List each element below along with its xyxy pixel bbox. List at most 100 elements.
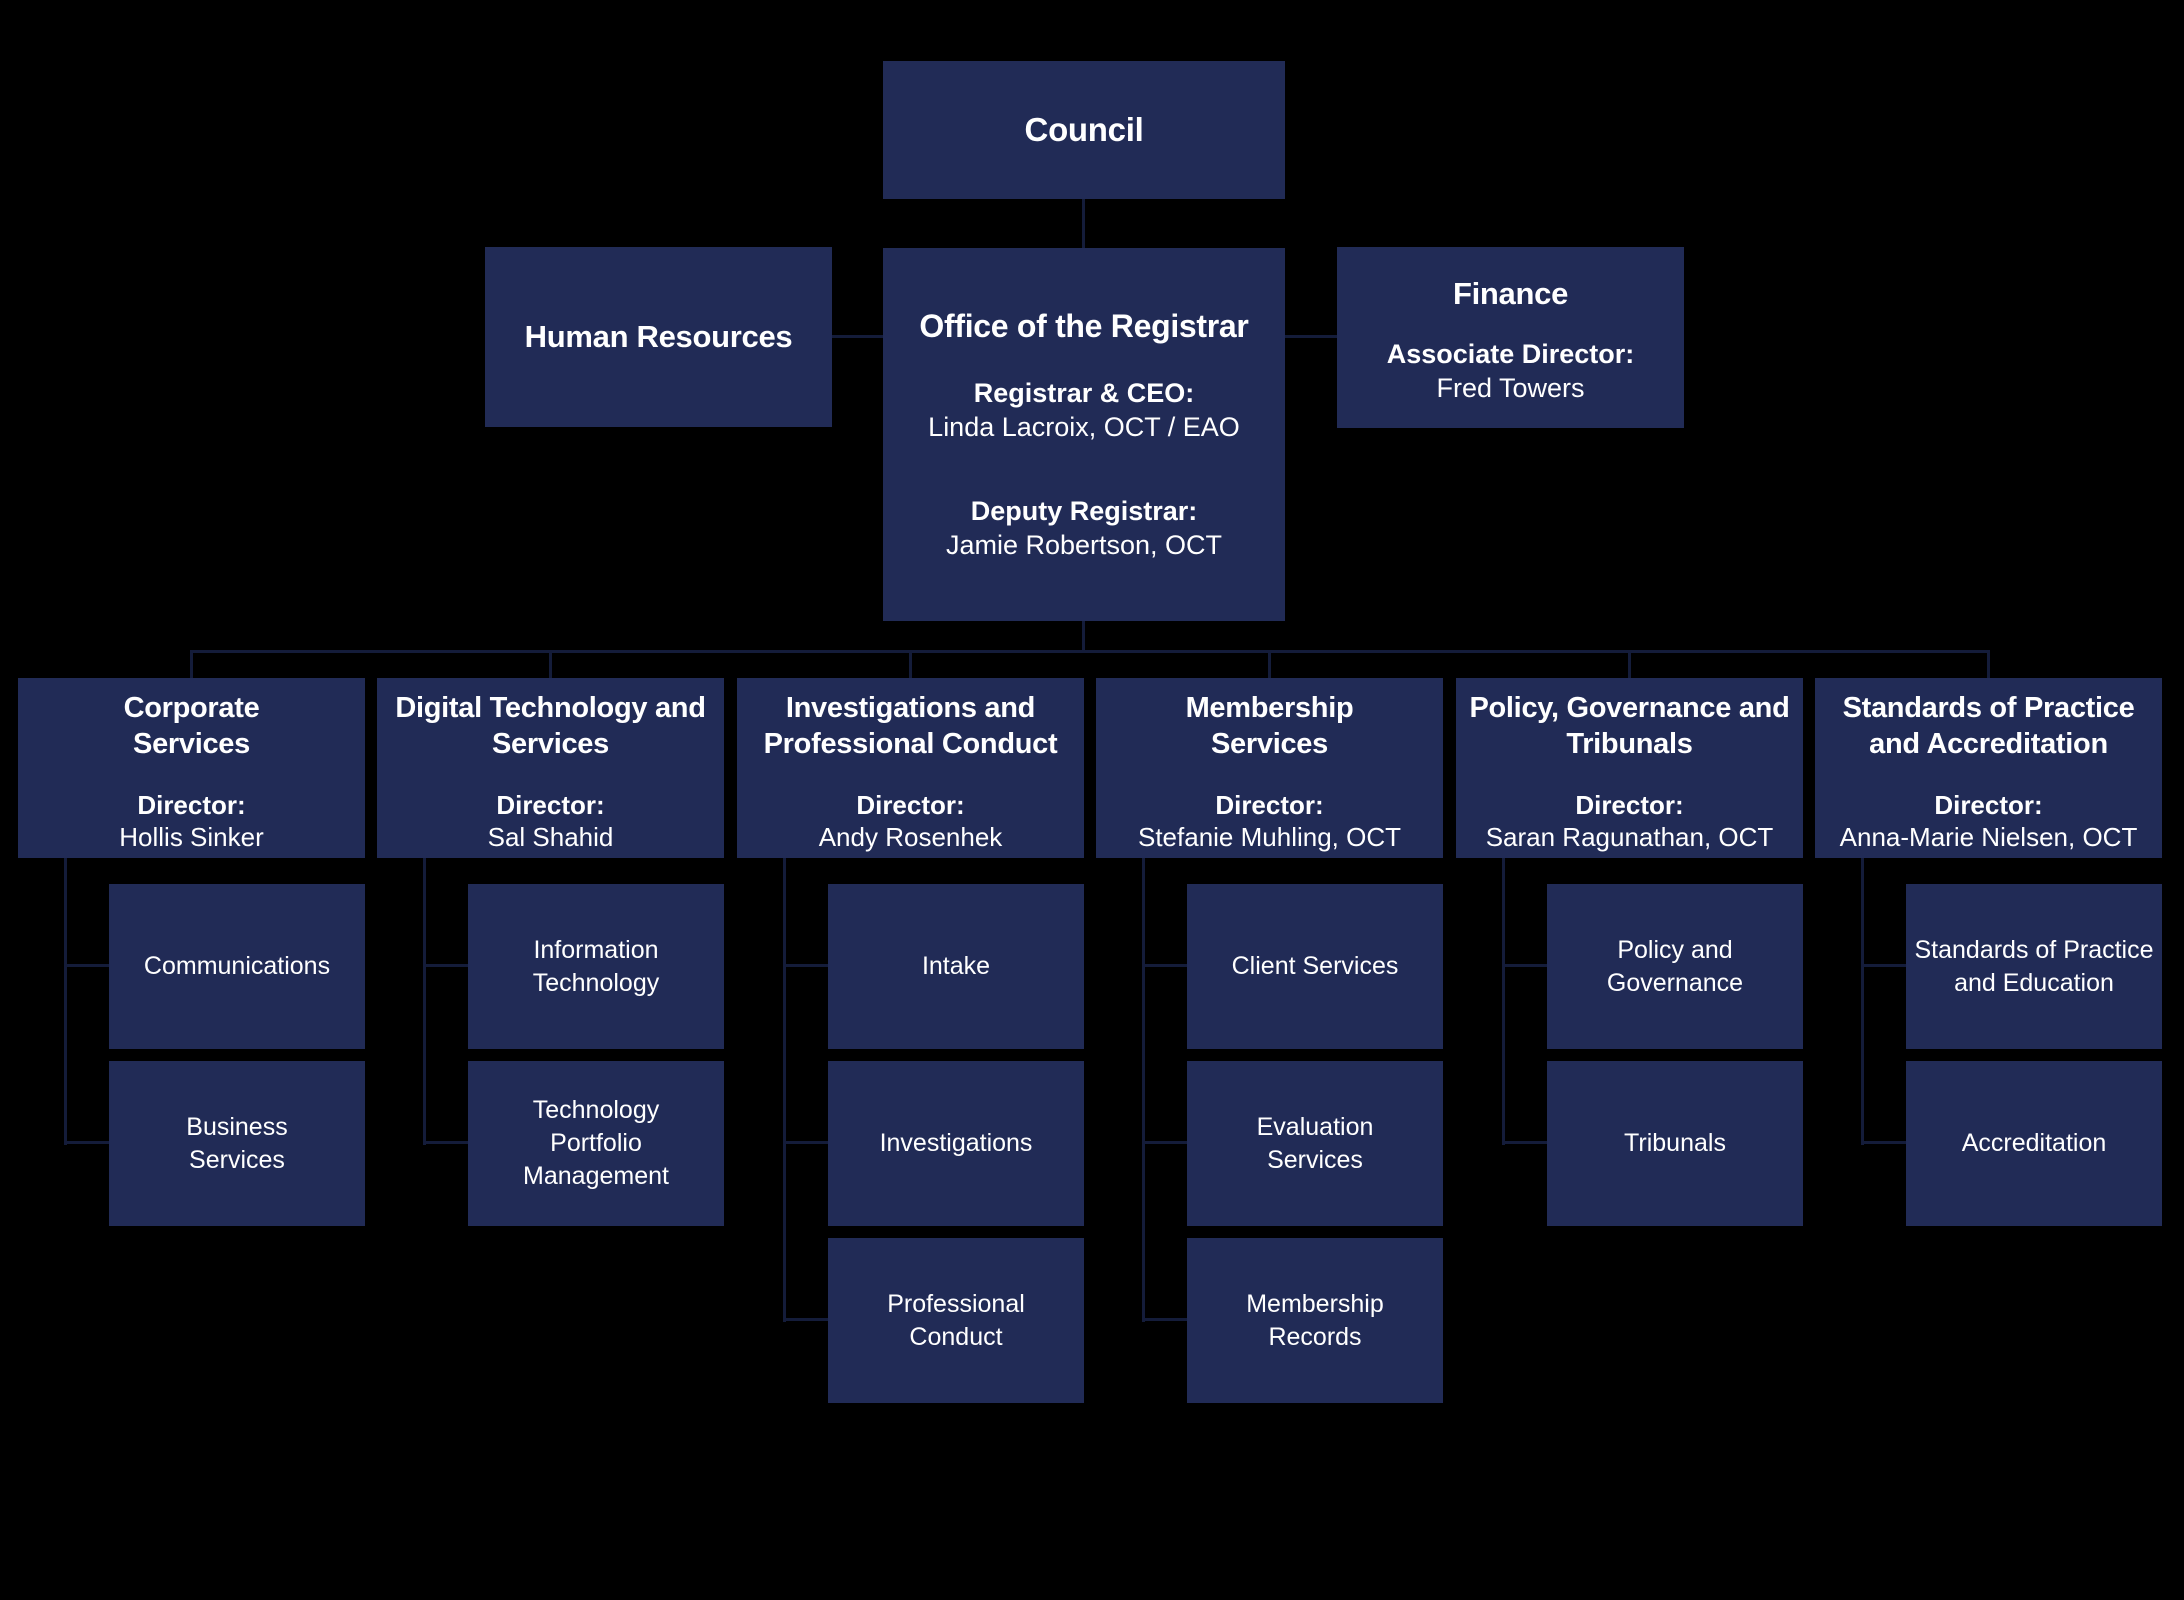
unit-label: Intake: [921, 952, 991, 980]
director-label: Director:: [496, 790, 605, 820]
director-label: Director:: [1934, 790, 2043, 820]
unit-label: Accreditation: [1961, 1129, 2107, 1157]
unit-client-services-box: Client Services: [1187, 884, 1443, 1049]
dept-title: Digital Technology and Services: [395, 692, 706, 760]
connector-spine: [1861, 858, 1864, 1145]
unit-label: Business Services: [186, 1112, 288, 1174]
dept-membership-services-box: Membership Services Director: Stefanie M…: [1096, 678, 1443, 858]
unit-label: Evaluation Services: [1256, 1112, 1374, 1174]
unit-investigations-box: Investigations: [828, 1061, 1084, 1226]
connector-branch: [1861, 964, 1906, 967]
dept-director: Director: Stefanie Muhling, OCT: [1138, 789, 1401, 853]
deputy-registrar-label: Deputy Registrar:: [970, 496, 1198, 526]
director-name: Andy Rosenhek: [818, 822, 1003, 852]
connector-finance: [1284, 335, 1337, 338]
office-of-the-registrar-box: Office of the Registrar Registrar & CEO:…: [883, 248, 1285, 621]
registrar-ceo-name: Linda Lacroix, OCT / EAO: [928, 412, 1240, 442]
connector-branch: [1861, 1141, 1906, 1144]
connector-branch: [423, 964, 468, 967]
dept-director: Director: Anna-Marie Nielsen, OCT: [1840, 789, 2138, 853]
connector-council-office: [1082, 199, 1085, 248]
connector-branch: [64, 1141, 109, 1144]
finance-title: Finance: [1452, 276, 1569, 311]
finance-role: Associate Director: Fred Towers: [1387, 337, 1635, 405]
connector-dept-drop: [909, 650, 912, 678]
connector-branch: [783, 1318, 828, 1321]
dept-title: Standards of Practice and Accreditation: [1842, 692, 2135, 760]
unit-evaluation-services-box: Evaluation Services: [1187, 1061, 1443, 1226]
director-name: Stefanie Muhling, OCT: [1137, 822, 1401, 852]
unit-business-services-box: Business Services: [109, 1061, 365, 1226]
connector-dept-drop: [1987, 650, 1990, 678]
connector-dept-drop: [1268, 650, 1271, 678]
unit-label: Client Services: [1231, 952, 1399, 980]
finance-role-name: Fred Towers: [1436, 373, 1585, 403]
director-label: Director:: [137, 790, 246, 820]
unit-intake-box: Intake: [828, 884, 1084, 1049]
human-resources-box: Human Resources: [485, 247, 832, 427]
unit-technology-portfolio-box: Technology Portfolio Management: [468, 1061, 724, 1226]
dept-corporate-services-box: Corporate Services Director: Hollis Sink…: [18, 678, 365, 858]
connector-branch: [1502, 964, 1547, 967]
dept-investigations-box: Investigations and Professional Conduct …: [737, 678, 1084, 858]
office-of-the-registrar-title: Office of the Registrar: [919, 308, 1249, 344]
finance-box: Finance Associate Director: Fred Towers: [1337, 247, 1684, 428]
dept-director: Director: Saran Ragunathan, OCT: [1486, 789, 1774, 853]
unit-label: Tribunals: [1624, 1129, 1726, 1157]
connector-spine: [64, 858, 67, 1145]
unit-standards-education-box: Standards of Practice and Education: [1906, 884, 2162, 1049]
deputy-registrar-role: Deputy Registrar: Jamie Robertson, OCT: [946, 494, 1222, 562]
connector-spine: [423, 858, 426, 1145]
council-title: Council: [1024, 111, 1144, 148]
dept-title: Policy, Governance and Tribunals: [1469, 692, 1790, 760]
dept-title: Corporate Services: [123, 692, 260, 760]
dept-director: Director: Sal Shahid: [488, 789, 614, 853]
director-name: Sal Shahid: [487, 822, 614, 852]
human-resources-title: Human Resources: [524, 319, 793, 354]
connector-branch: [1142, 1318, 1187, 1321]
unit-label: Investigations: [879, 1129, 1033, 1157]
dept-director: Director: Andy Rosenhek: [819, 789, 1003, 853]
unit-professional-conduct-box: Professional Conduct: [828, 1238, 1084, 1403]
director-label: Director:: [1575, 790, 1684, 820]
dept-policy-governance-box: Policy, Governance and Tribunals Directo…: [1456, 678, 1803, 858]
unit-label: Professional Conduct: [887, 1289, 1025, 1351]
unit-label: Membership Records: [1246, 1289, 1384, 1351]
registrar-ceo-role: Registrar & CEO: Linda Lacroix, OCT / EA…: [928, 376, 1240, 444]
unit-policy-governance-box: Policy and Governance: [1547, 884, 1803, 1049]
unit-label: Policy and Governance: [1606, 935, 1744, 997]
connector-branch: [1142, 1141, 1187, 1144]
connector-dept-drop: [1628, 650, 1631, 678]
connector-branch: [423, 1141, 468, 1144]
connector-branch: [783, 964, 828, 967]
unit-information-technology-box: Information Technology: [468, 884, 724, 1049]
connector-spine: [1142, 858, 1145, 1322]
connector-dept-drop: [190, 650, 193, 678]
connector-spine: [1502, 858, 1505, 1145]
unit-tribunals-box: Tribunals: [1547, 1061, 1803, 1226]
dept-digital-technology-box: Digital Technology and Services Director…: [377, 678, 724, 858]
director-label: Director:: [1215, 790, 1324, 820]
registrar-ceo-label: Registrar & CEO:: [973, 378, 1195, 408]
unit-label: Communications: [143, 952, 331, 980]
dept-standards-box: Standards of Practice and Accreditation …: [1815, 678, 2162, 858]
connector-branch: [783, 1141, 828, 1144]
director-name: Hollis Sinker: [119, 822, 264, 852]
dept-title: Investigations and Professional Conduct: [763, 692, 1058, 760]
connector-branch: [64, 964, 109, 967]
unit-label: Information Technology: [532, 935, 660, 997]
deputy-registrar-name: Jamie Robertson, OCT: [945, 530, 1223, 560]
unit-communications-box: Communications: [109, 884, 365, 1049]
connector-branch: [1502, 1141, 1547, 1144]
connector-spine: [783, 858, 786, 1322]
finance-role-label: Associate Director:: [1386, 339, 1635, 369]
connector-office-down: [1082, 621, 1085, 652]
director-label: Director:: [856, 790, 965, 820]
director-name: Anna-Marie Nielsen, OCT: [1839, 822, 2138, 852]
unit-label: Standards of Practice and Education: [1914, 935, 2154, 997]
connector-hr: [832, 335, 883, 338]
dept-director: Director: Hollis Sinker: [119, 789, 264, 853]
council-box: Council: [883, 61, 1285, 199]
connector-distribution: [190, 650, 1990, 653]
